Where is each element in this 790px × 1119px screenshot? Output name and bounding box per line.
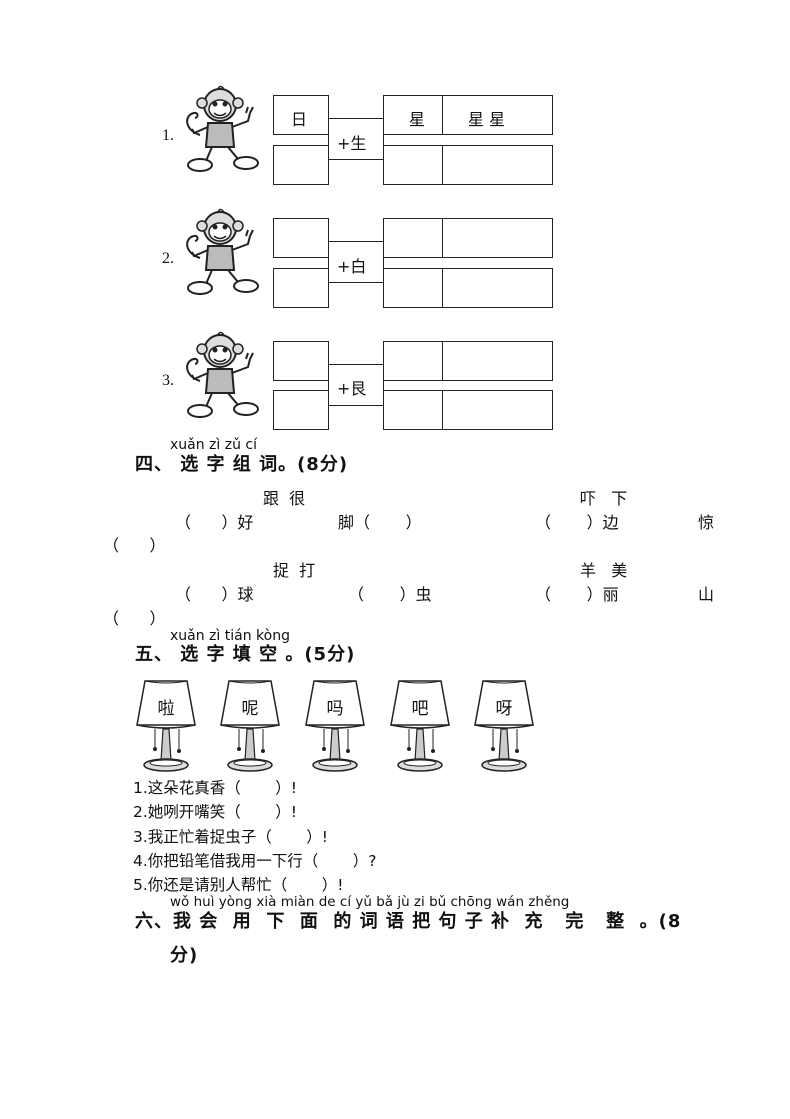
monkey-icon xyxy=(182,85,262,175)
right-top-char-a: 星 xyxy=(409,110,426,129)
fill-sentence-4[interactable]: 4.你把铅笔借我用一下行（ ）? xyxy=(133,852,377,870)
right-top-box-b[interactable] xyxy=(442,95,553,135)
blank-6[interactable]: （ ）虫 xyxy=(348,585,432,604)
section6-pinyin: wǒ huì yòng xià miàn de cí yǔ bǎ jù zi b… xyxy=(170,894,570,910)
left-top-box[interactable] xyxy=(273,95,329,135)
blank-5[interactable]: （ ）球 xyxy=(175,585,254,604)
right-bottom-box-a[interactable] xyxy=(383,390,443,430)
lamp-option-2: 呢 xyxy=(219,677,281,777)
section4-title: 四、 选 字 组 词。(8分) xyxy=(135,454,349,475)
right-bottom-box-b[interactable] xyxy=(442,390,553,430)
fill-sentence-3[interactable]: 3.我正忙着捉虫子（ ）! xyxy=(133,828,328,846)
lamp-icon xyxy=(389,677,451,777)
section6-title-continued: 分) xyxy=(170,945,199,966)
left-bottom-box[interactable] xyxy=(273,390,329,430)
fill-sentence-5[interactable]: 5.你还是请别人帮忙（ ）! xyxy=(133,876,344,894)
lamp-char: 吗 xyxy=(326,699,344,719)
section5-title: 五、 选 字 填 空 。(5分) xyxy=(135,644,356,665)
plus-radical: +艮 xyxy=(337,379,367,398)
lamp-icon xyxy=(135,677,197,777)
plus-radical: +白 xyxy=(337,257,367,276)
char-pair-b: 吓 下 xyxy=(580,489,628,508)
section5-pinyin: xuǎn zì tián kòng xyxy=(170,628,290,644)
right-top-box-b[interactable] xyxy=(442,341,553,381)
right-top-word-b: 星 星 xyxy=(468,110,506,129)
lamp-option-1: 啦 xyxy=(135,677,197,777)
right-top-box-a[interactable] xyxy=(383,218,443,258)
item-number: 3. xyxy=(162,372,174,389)
right-bottom-box-b[interactable] xyxy=(442,145,553,185)
right-bottom-box-a[interactable] xyxy=(383,145,443,185)
lamp-option-5: 呀 xyxy=(473,677,535,777)
right-top-box-a[interactable] xyxy=(383,341,443,381)
lamp-icon xyxy=(304,677,366,777)
char-pair-d: 羊 美 xyxy=(580,561,628,580)
left-bottom-box[interactable] xyxy=(273,268,329,308)
plus-box xyxy=(328,364,384,406)
plus-box xyxy=(328,241,384,283)
blank-4-label: 惊 xyxy=(698,513,715,532)
lamp-option-4: 吧 xyxy=(389,677,451,777)
item-number: 2. xyxy=(162,250,174,267)
section6-title: 六、我 会 用 下 面 的 词 语 把 句 子 补 充 完 整 。(8 xyxy=(135,911,682,932)
fill-sentence-1[interactable]: 1.这朵花真香（ ）! xyxy=(133,779,297,797)
plus-radical: +生 xyxy=(337,134,367,153)
char-pair-a: 跟 很 xyxy=(263,489,306,508)
blank-3[interactable]: （ ）边 xyxy=(535,513,619,532)
char-pair-c: 捉 打 xyxy=(273,561,316,580)
right-top-box-b[interactable] xyxy=(442,218,553,258)
lamp-char: 啦 xyxy=(157,699,175,719)
right-bottom-box-a[interactable] xyxy=(383,268,443,308)
blank-1[interactable]: （ ）好 xyxy=(175,513,254,532)
monkey-icon xyxy=(182,208,262,298)
blank-7[interactable]: （ ）丽 xyxy=(535,585,619,604)
left-top-char: 日 xyxy=(291,110,308,129)
left-top-box[interactable] xyxy=(273,218,329,258)
item-number: 1. xyxy=(162,127,174,144)
left-top-box[interactable] xyxy=(273,341,329,381)
lamp-icon xyxy=(473,677,535,777)
fill-sentence-2[interactable]: 2.她咧开嘴笑（ ）! xyxy=(133,803,297,821)
right-bottom-box-b[interactable] xyxy=(442,268,553,308)
plus-box xyxy=(328,118,384,160)
lamp-icon xyxy=(219,677,281,777)
blank-8-label: 山 xyxy=(698,585,715,604)
monkey-icon xyxy=(182,331,262,421)
left-bottom-box[interactable] xyxy=(273,145,329,185)
section4-pinyin: xuǎn zì zǔ cí xyxy=(170,437,258,453)
lamp-option-3: 吗 xyxy=(304,677,366,777)
blank-4[interactable]: （ ） xyxy=(103,536,166,555)
lamp-char: 呀 xyxy=(495,699,513,719)
lamp-char: 呢 xyxy=(241,699,259,719)
lamp-char: 吧 xyxy=(411,699,429,719)
blank-8[interactable]: （ ） xyxy=(103,609,166,628)
blank-2[interactable]: 脚（ ） xyxy=(338,513,422,532)
